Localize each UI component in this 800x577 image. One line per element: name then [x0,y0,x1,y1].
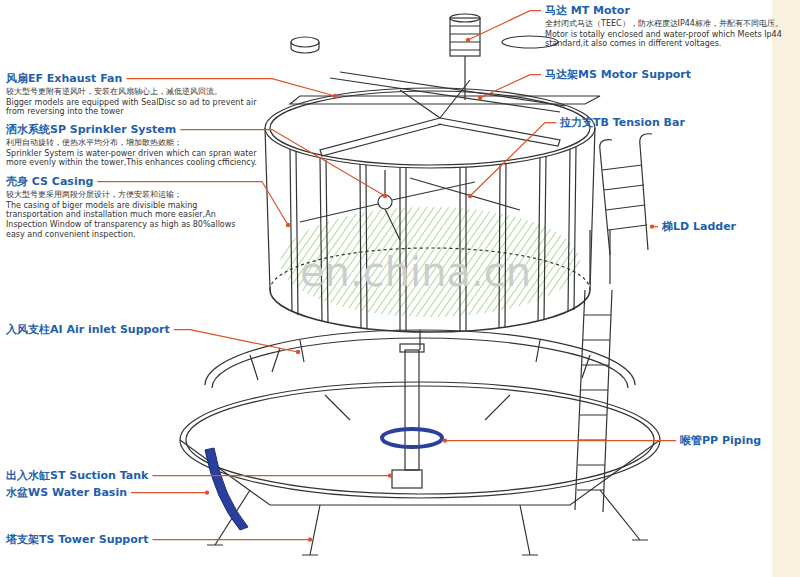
leader-line [470,123,556,196]
part-label: 风扇EF Exhaust Fan [6,72,122,85]
part-label: 洒水系统SP Sprinkler System [6,123,176,136]
description: 全封闭式马达（TEEC），防水程度达IP44标准，并配有不同电压。 [545,19,795,29]
leader-line [152,539,310,540]
leader-line [480,75,541,98]
part-label: 梯LD Ladder [662,220,736,233]
piping-ring [382,429,442,447]
upper-casing [265,14,652,332]
description: Bigger models are equipped with SealDisc… [6,98,264,117]
leader-line [131,492,207,493]
part-label: 马达架MS Motor Support [545,68,691,81]
description: 利用自动旋转，使热水平均分布，增加散热效能； [6,138,264,148]
lower-assembly [180,230,660,555]
leader-line [468,11,541,40]
part-label: 入风支柱AI Air inlet Support [6,323,170,336]
leader-line [445,440,676,441]
leader-line [174,330,298,352]
part-label: 水盆WS Water Basin [6,486,127,499]
part-label: 拉力支TB Tension Bar [560,116,685,129]
basin-panel [205,448,248,530]
leader-dot [478,96,482,100]
leader-dot [296,350,300,354]
watermark: en.china.cn [300,248,531,296]
leader-line [152,475,390,476]
leader-dot [650,224,654,228]
description: The casing of biger models are divisible… [6,201,256,239]
leader-dot [443,438,447,442]
description: 较大型号更采用两段分层设计，方便安装和运输； [6,190,256,200]
leader-dot [388,473,392,477]
leader-dot [466,38,470,42]
page-margin [772,0,800,577]
part-label: 出入水缸ST Suction Tank [6,469,148,482]
description: 较大型号更附有逆风叶，安装在风扇轴心上，减低逆风回流。 [6,87,264,97]
leader-dot [468,194,472,198]
part-label: 喉管PP Piping [680,434,761,447]
leader-dot [286,223,290,227]
description: Motor is totally enclosed and water-proo… [545,30,795,49]
part-label: 塔支架TS Tower Support [6,533,148,546]
leader-dot [383,194,387,198]
leader-dot [333,94,337,98]
part-label: 马达 MT Motor [545,4,630,17]
leader-dot [308,537,312,541]
part-label: 壳身 CS Casing [6,175,93,188]
description: Sprinkler System is water-power driven w… [6,149,264,168]
leader-dot [205,490,209,494]
